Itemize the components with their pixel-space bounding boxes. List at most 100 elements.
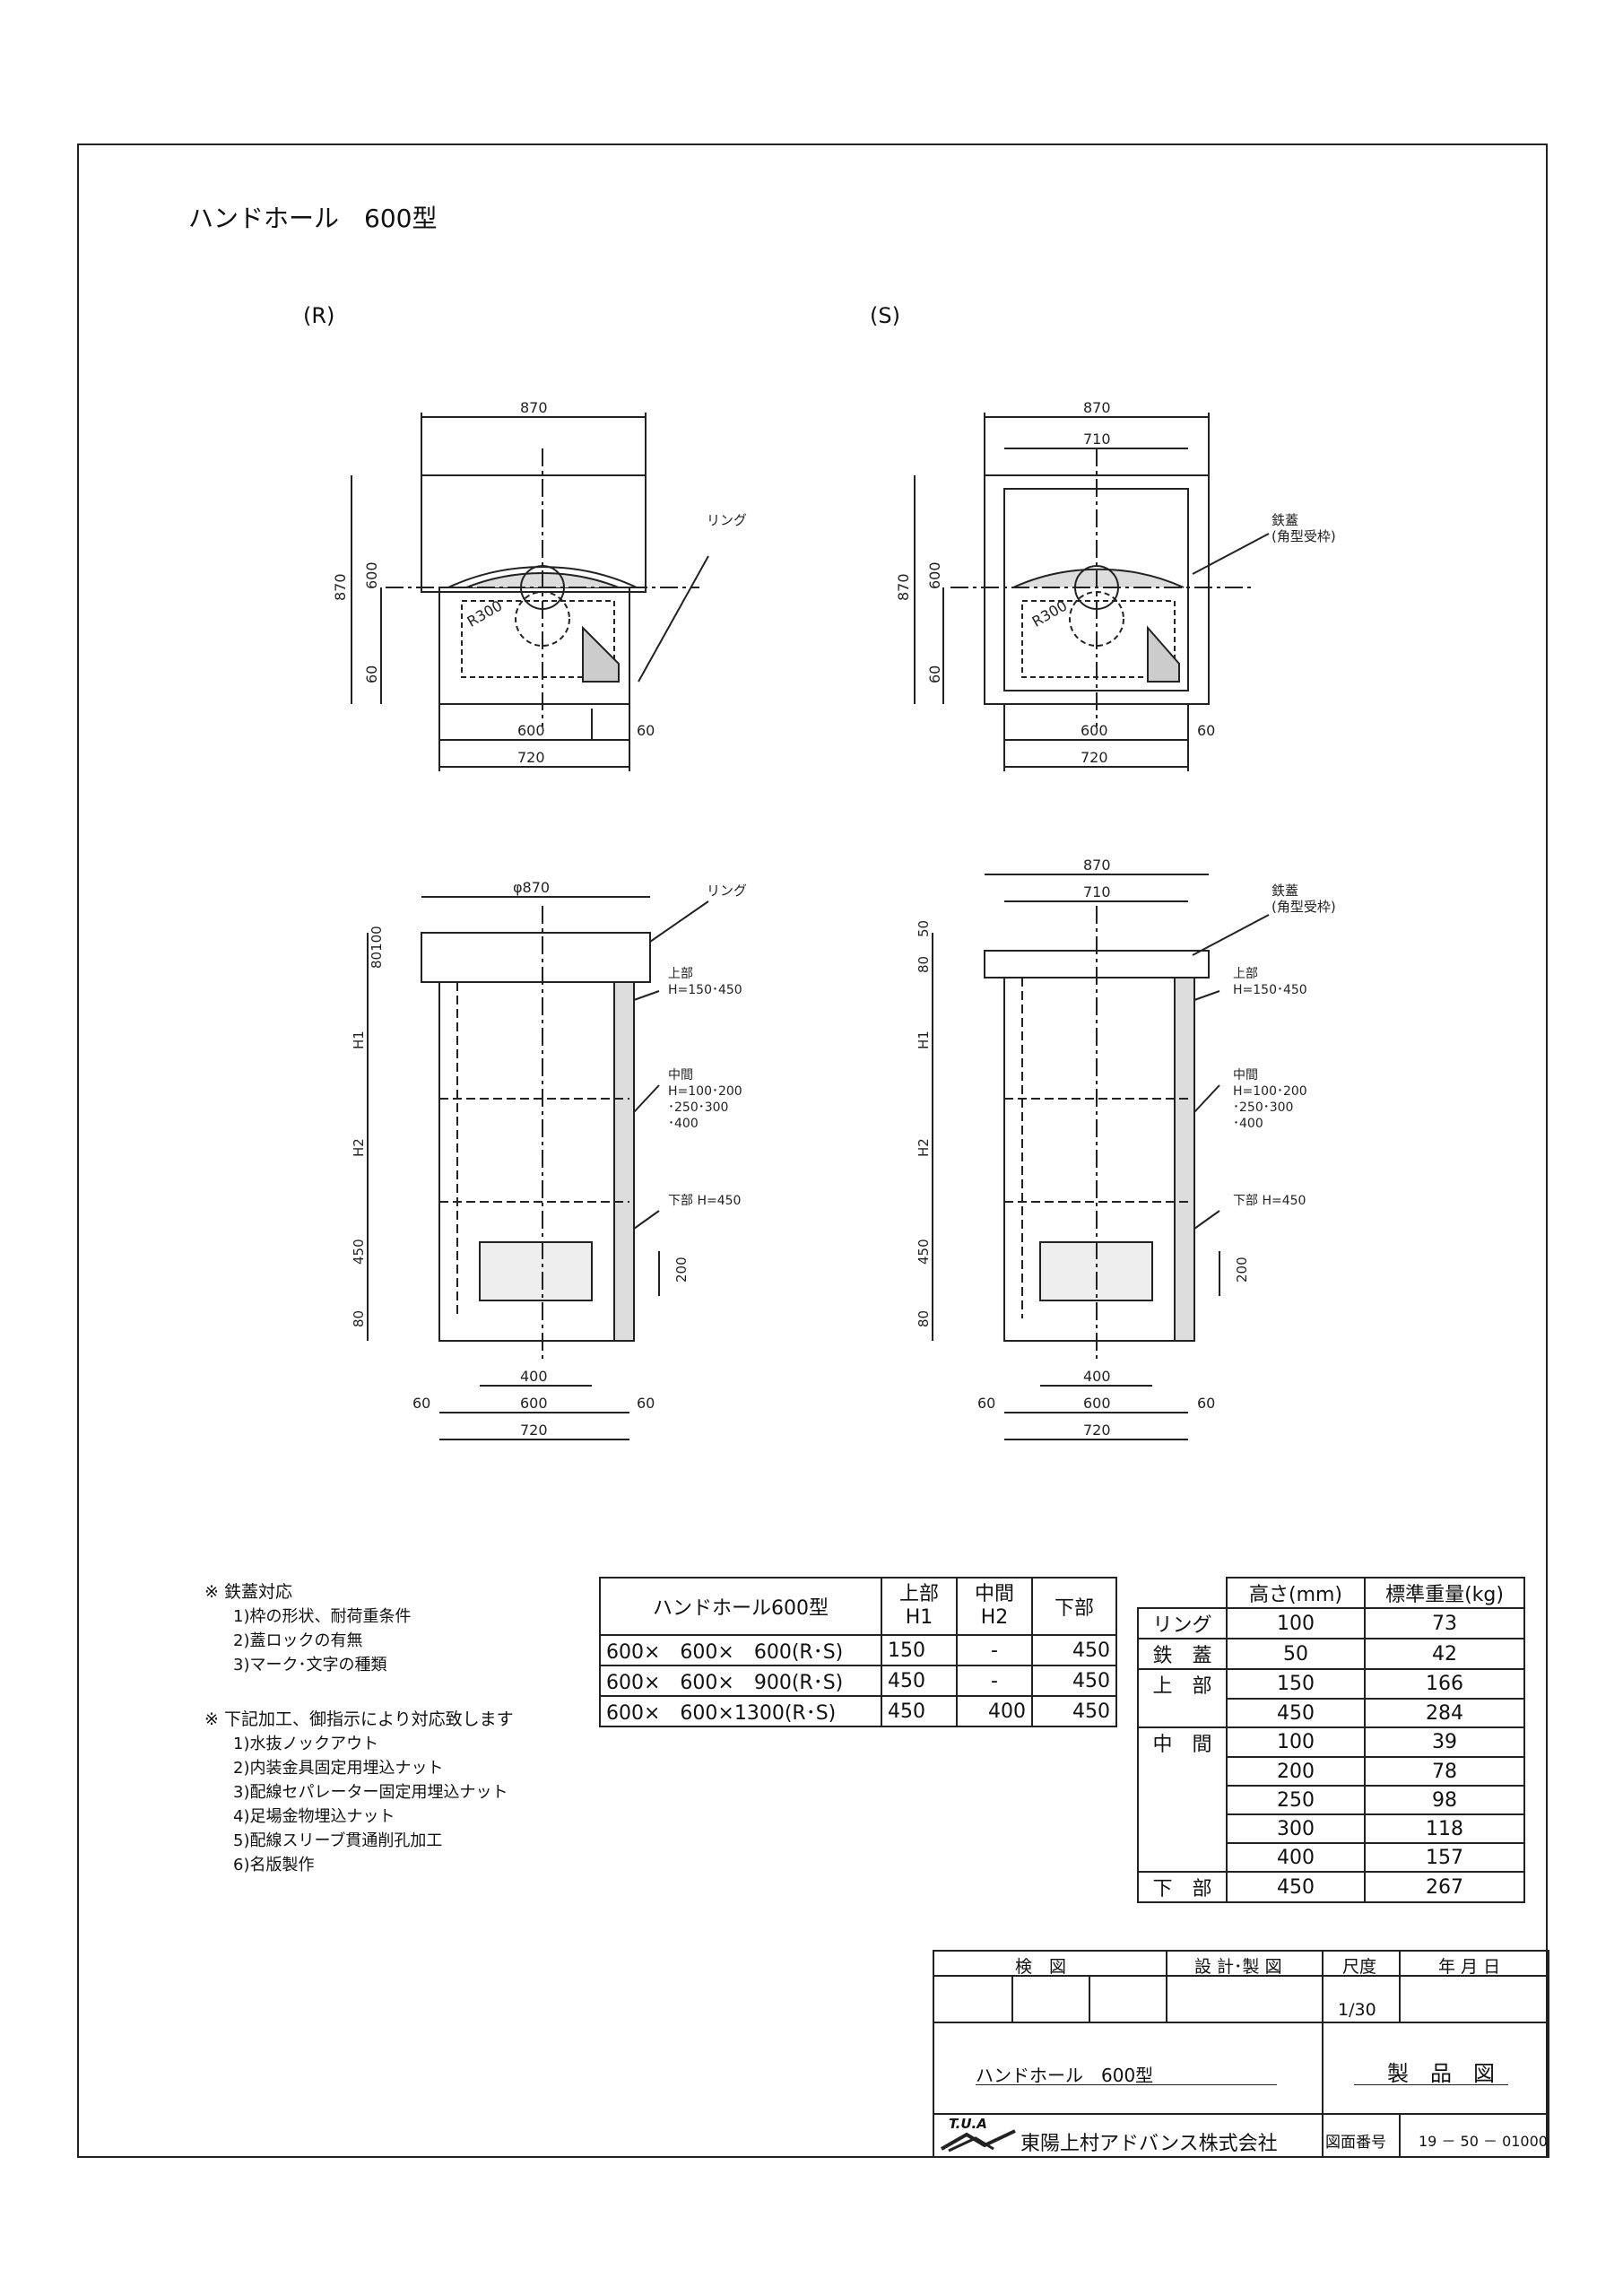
tb-logo-text: T.U.A: [949, 2116, 987, 2132]
table-cell: 中 間: [1137, 1726, 1228, 1757]
label-r-top-part: 上部: [668, 967, 693, 981]
notes1-item: 1)枠の形状、耐荷重条件: [233, 1607, 412, 1626]
table-cell: 166: [1364, 1668, 1525, 1700]
table-cell: 600× 600×1300(R･S): [599, 1695, 882, 1727]
label-r-mid-h3: ･400: [668, 1117, 699, 1131]
label-s-square-frame: (角型受枠): [1271, 528, 1336, 544]
table-cell: 400: [956, 1695, 1033, 1727]
table-cell: 267: [1364, 1871, 1525, 1903]
notes2-item: 3)配線セパレーター固定用埋込ナット: [233, 1783, 508, 1802]
table-cell: リング: [1137, 1607, 1228, 1639]
dim-s-bot-720: 720: [1083, 1422, 1111, 1439]
table-cell: 300: [1226, 1813, 1366, 1844]
dim-r-phi870: φ870: [513, 879, 550, 896]
label-s-iron-lid: 鉄蓋: [1271, 512, 1298, 528]
dim-r-400: 400: [520, 1368, 548, 1385]
table-cell: 200: [1226, 1756, 1366, 1787]
company-logo-icon: [941, 2129, 1016, 2152]
notes2-item: 6)名版製作: [233, 1856, 315, 1874]
dim-s-h2: H2: [916, 1138, 932, 1157]
label-s-r300: R300: [1029, 597, 1071, 631]
label-r-ring: リング: [707, 512, 747, 528]
dim-s-870-vert: 870: [895, 573, 912, 601]
table-cell: 下 部: [1137, 1871, 1228, 1903]
label-s-mid-h3: ･400: [1233, 1117, 1263, 1131]
table-cell: 150: [881, 1634, 958, 1666]
technical-drawings: 870 870 600 60 600 60 720 リング R300 870 7…: [332, 399, 1336, 1440]
header-mid-part: 中間: [974, 1583, 1014, 1605]
dim-r-60-vert: 60: [363, 665, 380, 683]
dim-s-elev-710: 710: [1083, 883, 1111, 900]
dim-s-400: 400: [1083, 1368, 1111, 1385]
tb-doc-type: 製 品 図: [1387, 2061, 1495, 2086]
table-cell: 鉄 蓋: [1137, 1638, 1228, 1670]
tb-drawing-no-label: 図面番号: [1325, 2134, 1386, 2152]
tb-check-label: 検 図: [1015, 1957, 1067, 1977]
label-s-mid-h1: H=100･200: [1233, 1084, 1307, 1099]
drawing-frame: [77, 144, 1548, 2158]
dim-r-h2: H2: [351, 1138, 367, 1157]
dim-s-600-vert: 600: [926, 561, 943, 589]
dim-s-60: 60: [1197, 722, 1215, 739]
weight-table-header: 高さ(mm): [1226, 1577, 1366, 1609]
dim-r-right-60: 60: [637, 1395, 655, 1412]
dim-s-200: 200: [1234, 1257, 1250, 1283]
table-cell: 上 部: [1137, 1668, 1228, 1699]
table-cell: 100: [1226, 1726, 1366, 1758]
table-cell: 450: [1226, 1698, 1366, 1728]
dim-r-600: 600: [517, 722, 545, 739]
notes2-item: 1)水抜ノックアウト: [233, 1735, 379, 1753]
dim-s-bot-600: 600: [1083, 1395, 1111, 1412]
dim-s-top-710: 710: [1083, 430, 1111, 448]
notes1-item: 3)マーク･文字の種類: [233, 1656, 387, 1674]
table-cell: 118: [1364, 1813, 1525, 1844]
elevation-view-s: [932, 874, 1270, 1440]
dim-s-50: 50: [916, 920, 932, 937]
dim-r-870-vert: 870: [332, 573, 349, 601]
table-cell: -: [956, 1634, 1033, 1666]
dim-s-elev-870: 870: [1083, 857, 1111, 874]
tb-scale-label: 尺度: [1342, 1957, 1377, 1977]
table-cell: 39: [1364, 1726, 1525, 1758]
table-row: 600× 600×1300(R･S) 450 400 450: [599, 1695, 1117, 1727]
table-cell: 100: [1226, 1607, 1366, 1639]
table-cell: 50: [1226, 1638, 1366, 1670]
dim-s-600: 600: [1081, 722, 1108, 739]
notes2-item: 4)足場金物埋込ナット: [233, 1807, 395, 1826]
notes2-item: 2)内装金具固定用埋込ナット: [233, 1759, 444, 1778]
tb-product-name: ハンドホール 600型: [976, 2065, 1154, 2086]
header-top-part: 上部: [898, 1583, 939, 1605]
label-r-mid-h1: H=100･200: [668, 1084, 742, 1099]
table-cell: 98: [1364, 1785, 1525, 1815]
table-cell: 450: [1031, 1665, 1117, 1697]
dim-r-bot-600: 600: [520, 1395, 548, 1412]
view-label-s: (S): [870, 303, 900, 328]
size-table-header: 下部: [1031, 1577, 1117, 1636]
dim-s-60-vert: 60: [926, 665, 943, 683]
dim-r-60: 60: [637, 722, 655, 739]
table-cell: 450: [1226, 1871, 1366, 1903]
notes-processing: ※ 下記加工、御指示により対応致します 1)水抜ノックアウト 2)内装金具固定用…: [204, 1708, 514, 1877]
table-cell: 450: [881, 1695, 958, 1727]
header-h2: H2: [980, 1606, 1009, 1629]
title-block: 検 図 設 計･製 図 尺度 年 月 日 1/30 ハンドホール 600型 製 …: [933, 1950, 1549, 2158]
dim-r-450: 450: [351, 1239, 367, 1265]
table-cell: 600× 600× 600(R･S): [599, 1634, 882, 1666]
plan-view-s: [914, 413, 1270, 771]
dim-r-top-870: 870: [520, 399, 548, 416]
tb-company-name: 東陽上村アドバンス株式会社: [1020, 2133, 1278, 2155]
table-cell: 73: [1364, 1607, 1525, 1639]
weight-table-header: 標準重量(kg): [1364, 1577, 1525, 1609]
tb-scale-value: 1/30: [1338, 2000, 1376, 2020]
label-s-mid-part: 中間: [1233, 1068, 1258, 1083]
dim-r-bot-720: 720: [520, 1422, 548, 1439]
tb-drawing-no: 19 － 50 － 01000: [1419, 2133, 1548, 2150]
